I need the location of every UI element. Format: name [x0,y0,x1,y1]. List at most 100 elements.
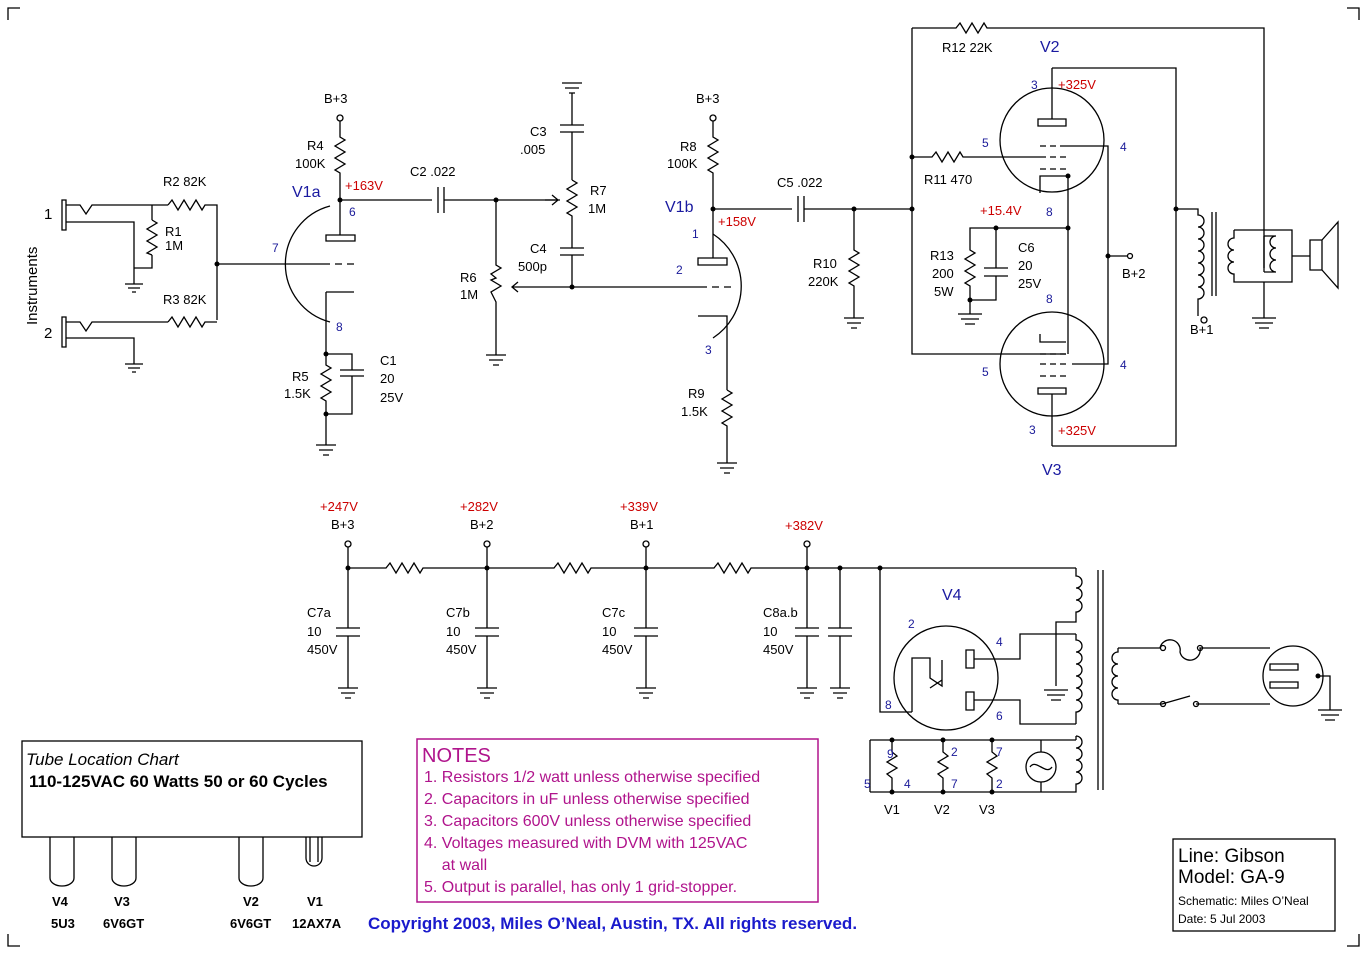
c8ab-voltage: 450V [763,642,794,657]
tube-chart-subtitle: 110-125VAC 60 Watts 50 or 60 Cycles [29,772,328,791]
tube-v1a: B+3 R4 100K +163V V1a 6 7 8 C2 .022 R5 1… [272,91,560,456]
ac-plug [1262,645,1324,707]
v325a-label: +325V [1058,77,1096,92]
heater-v3-label: V3 [979,802,995,817]
heater-pin4: 4 [904,777,911,791]
r8-label: R8 [680,139,697,154]
r4-value: 100K [295,156,326,171]
v1a-pin7: 7 [272,241,279,255]
c7b-value: 10 [446,624,460,639]
v1b-pin3: 3 [705,343,712,357]
capacitor-c7b [475,568,499,699]
v4-envelope [893,625,999,731]
tube-chart-v2-type: 6V6GT [230,916,271,931]
c5-label: C5 .022 [777,175,823,190]
note-4: 4. Voltages measured with DVM with 125VA… [424,835,747,852]
r9-label: R9 [688,386,705,401]
v1a-label: V1a [292,184,321,201]
r13-value2: 5W [934,284,954,299]
input-jack-1 [61,199,168,293]
c1-label: C1 [380,353,397,368]
title-date: Date: 5 Jul 2003 [1178,912,1266,926]
v158-label: +158V [718,214,756,229]
v1a-pin6: 6 [349,205,356,219]
r7-label: R7 [590,183,607,198]
c8ab-label: C8a.b [763,605,798,620]
c7c-label: C7c [602,605,626,620]
v3-pin4: 4 [1120,358,1127,372]
note-5: 5. Output is parallel, has only 1 grid-s… [424,879,737,896]
v2-pin5: 5 [982,136,989,150]
v4-pin2: 2 [908,617,915,631]
r6-label: R6 [460,270,477,285]
r5-label: R5 [292,369,309,384]
c4-value: 500p [518,259,547,274]
v163-label: +163V [345,178,383,193]
v2-pin4: 4 [1120,140,1127,154]
r11-label: R11 470 [924,172,972,187]
c2-label: C2 .022 [410,164,456,179]
c1-value1: 20 [380,371,394,386]
capacitor-c7c [634,568,658,699]
heater-pin7a: 7 [951,777,958,791]
c3-value: .005 [520,142,545,157]
v3-pin5: 5 [982,365,989,379]
heater-pin2b: 2 [996,777,1003,791]
r13-value1: 200 [932,266,954,281]
v2-label: V2 [1040,39,1060,56]
note-1: 1. Resistors 1/2 watt unless otherwise s… [424,769,760,786]
v154-label: +15.4V [980,203,1022,218]
tube-v1b: B+3 R8 100K V1b +158V 1 2 3 R9 1.5K C5 .… [665,91,912,474]
r9-value: 1.5K [681,404,708,419]
tube-chart-v3-pos: V3 [114,894,130,909]
r12-label: R12 22K [942,40,993,55]
v3-pin3: 3 [1029,423,1036,437]
r4-label: R4 [307,138,324,153]
r2-label: R2 82K [163,174,207,189]
v1b-bplus-label: B+3 [696,91,720,106]
tube-chart-v2-pos: V2 [243,894,259,909]
c6-value1: 20 [1018,258,1032,273]
instruments-label: Instruments [24,247,41,325]
r3-label: R3 82K [163,292,207,307]
c7b-label: C7b [446,605,470,620]
v2-pin3: 3 [1031,78,1038,92]
v382-label: +382V [785,518,823,533]
c1-value2: 25V [380,390,403,405]
tone-section: C3 .005 R7 1M C4 500p R6 1M [460,82,700,366]
ps-bplus3-label: B+3 [331,517,355,532]
output-section: R12 22K V2 R11 470 3 +325V 5 4 8 B+2 +15… [909,21,1339,479]
power-supply: +247V B+3 +282V B+2 +339V B+1 +382V [307,499,1342,817]
title-schematic: Schematic: Miles O’Neal [1178,894,1309,908]
input-jack-2-label: 2 [44,325,52,342]
tube-chart-v3-type: 6V6GT [103,916,144,931]
c7b-voltage: 450V [446,642,477,657]
c7a-value: 10 [307,624,321,639]
v1a-pin8: 8 [336,320,343,334]
tube-chart-title: Tube Location Chart [26,750,180,769]
v4-label: V4 [942,587,962,604]
notes-title: NOTES [422,745,491,767]
v325b-label: +325V [1058,423,1096,438]
c7c-value: 10 [602,624,616,639]
corner-marks [7,7,1360,947]
capacitor-c8ab [795,568,852,699]
r10-label: R10 [813,256,837,271]
tube-chart-v1-type: 12AX7A [292,916,342,931]
ps-bplus2-label: B+2 [470,517,494,532]
v282-label: +282V [460,499,498,514]
c8ab-value: 10 [763,624,777,639]
tube-chart-v4-pos: V4 [52,894,69,909]
v4-pin6: 6 [996,709,1003,723]
heater-v1-label: V1 [884,802,900,817]
c7c-voltage: 450V [602,642,633,657]
v339-label: +339V [620,499,658,514]
v1a-bplus-label: B+3 [324,91,348,106]
v1b-pin2: 2 [676,263,683,277]
c6-label: C6 [1018,240,1035,255]
v4-pin4: 4 [996,635,1003,649]
tube-chart-v1-pos: V1 [307,894,323,909]
v1b-pin1: 1 [692,227,699,241]
